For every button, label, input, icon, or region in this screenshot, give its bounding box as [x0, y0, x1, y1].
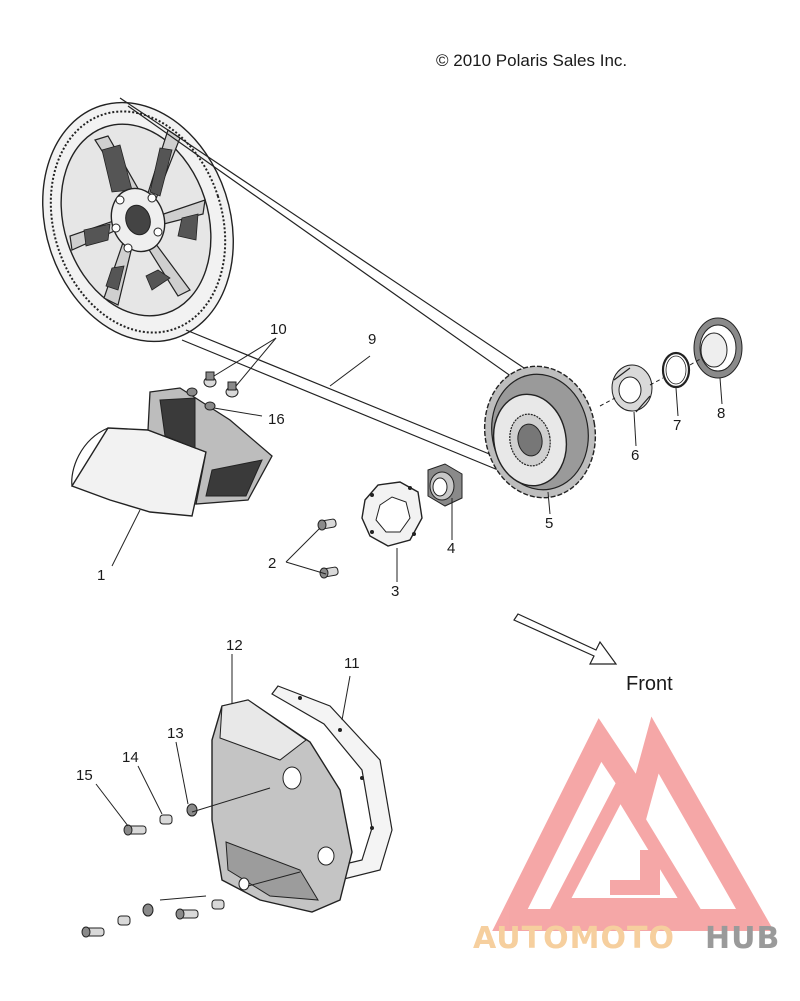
- logo-text-automoto: AUTOMOTO: [473, 921, 675, 956]
- callout-8: 8: [717, 405, 725, 422]
- lock-plate: [361, 481, 423, 547]
- front-direction-arrow: [513, 613, 618, 665]
- callout-14: 14: [122, 749, 139, 766]
- callout-9: 9: [368, 331, 376, 348]
- callout-2: 2: [268, 555, 276, 572]
- callout-15: 15: [76, 767, 93, 784]
- callout-1: 1: [97, 567, 105, 584]
- front-sprocket: [483, 365, 597, 499]
- copyright-text: © 2010 Polaris Sales Inc.: [436, 51, 627, 70]
- callout-numbers: 1 2 3 4 5 6 7 8 9 10 11 12 13 14 15 16: [76, 321, 725, 784]
- callout-13: 13: [167, 725, 184, 742]
- callout-11: 11: [344, 655, 360, 672]
- logo-triangle-outer: [492, 716, 774, 931]
- retaining-ring-part-7: [661, 351, 691, 389]
- rear-wheel-pulley: [42, 101, 234, 343]
- front-label: Front: [626, 673, 673, 695]
- logo-g-mark: [610, 850, 660, 895]
- automotohub-logo: [492, 716, 774, 931]
- washers-part-16: [186, 387, 216, 411]
- bolts-part-2: [317, 518, 339, 579]
- logo-triangle-inner: [548, 775, 703, 912]
- belt-guard: [70, 387, 273, 517]
- logo-text-hub: HUB: [705, 921, 780, 956]
- leader-lines: [95, 337, 723, 901]
- callout-6: 6: [631, 447, 639, 464]
- callout-7: 7: [673, 417, 681, 434]
- spacer-part-6: [611, 364, 653, 413]
- callout-16: 16: [268, 411, 285, 428]
- callout-10: 10: [270, 321, 287, 338]
- callout-3: 3: [391, 583, 399, 600]
- sprocket-nut: [427, 463, 463, 507]
- callout-4: 4: [447, 540, 455, 557]
- callout-12: 12: [226, 637, 243, 654]
- bearing-seal-part-8: [693, 317, 743, 379]
- assembly-axis-line: [599, 357, 703, 407]
- washer-part-14: [117, 814, 225, 926]
- sprocket-cover: [211, 699, 353, 913]
- screws-part-10: [203, 371, 239, 398]
- drive-belt: [119, 97, 531, 471]
- bolts-part-15: [81, 824, 199, 938]
- callout-5: 5: [545, 515, 553, 532]
